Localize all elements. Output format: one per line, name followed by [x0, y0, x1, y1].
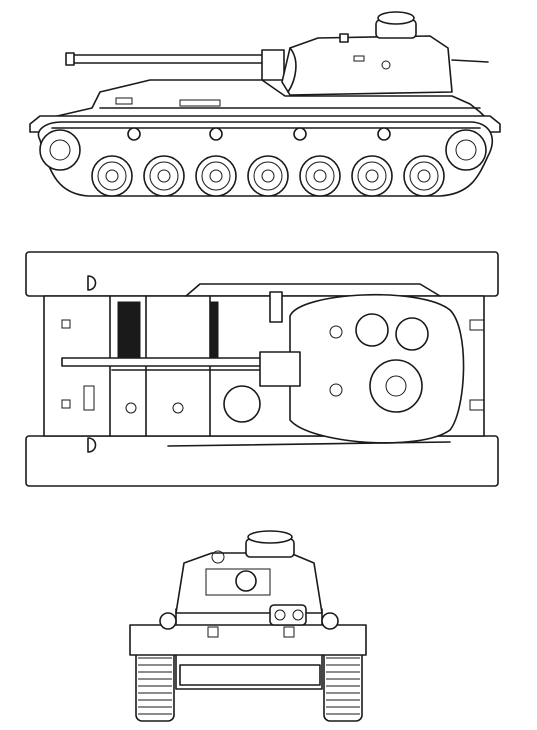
- road-wheel: [195, 155, 237, 197]
- return-roller: [127, 127, 141, 141]
- road-wheel: [403, 155, 445, 197]
- return-roller-set: [127, 127, 391, 141]
- front-view-drawing: [129, 530, 367, 722]
- top-view-drawing: [25, 251, 499, 487]
- return-roller: [209, 127, 223, 141]
- road-wheel: [247, 155, 289, 197]
- road-wheel: [91, 155, 133, 197]
- engine-grille-right: [209, 301, 219, 361]
- road-wheel-set: [91, 155, 445, 197]
- road-wheel: [143, 155, 185, 197]
- drive-sprocket: [39, 129, 81, 171]
- side-view-drawing: [29, 11, 501, 197]
- main-gun-barrel-top: [61, 291, 301, 387]
- turret-top: [223, 293, 465, 444]
- fender-upper: [25, 251, 499, 297]
- front-view: [0, 525, 537, 730]
- track-left: [135, 644, 175, 722]
- turret: [281, 11, 489, 96]
- road-wheel: [299, 155, 341, 197]
- side-view: [0, 0, 537, 215]
- return-roller: [377, 127, 391, 141]
- return-roller: [293, 127, 307, 141]
- fender-lower: [25, 435, 499, 487]
- main-gun-barrel: [65, 49, 285, 81]
- top-view: [0, 240, 537, 495]
- road-wheel: [351, 155, 393, 197]
- track-right: [323, 644, 363, 722]
- engine-grille-left: [117, 301, 141, 361]
- idler-wheel: [445, 129, 487, 171]
